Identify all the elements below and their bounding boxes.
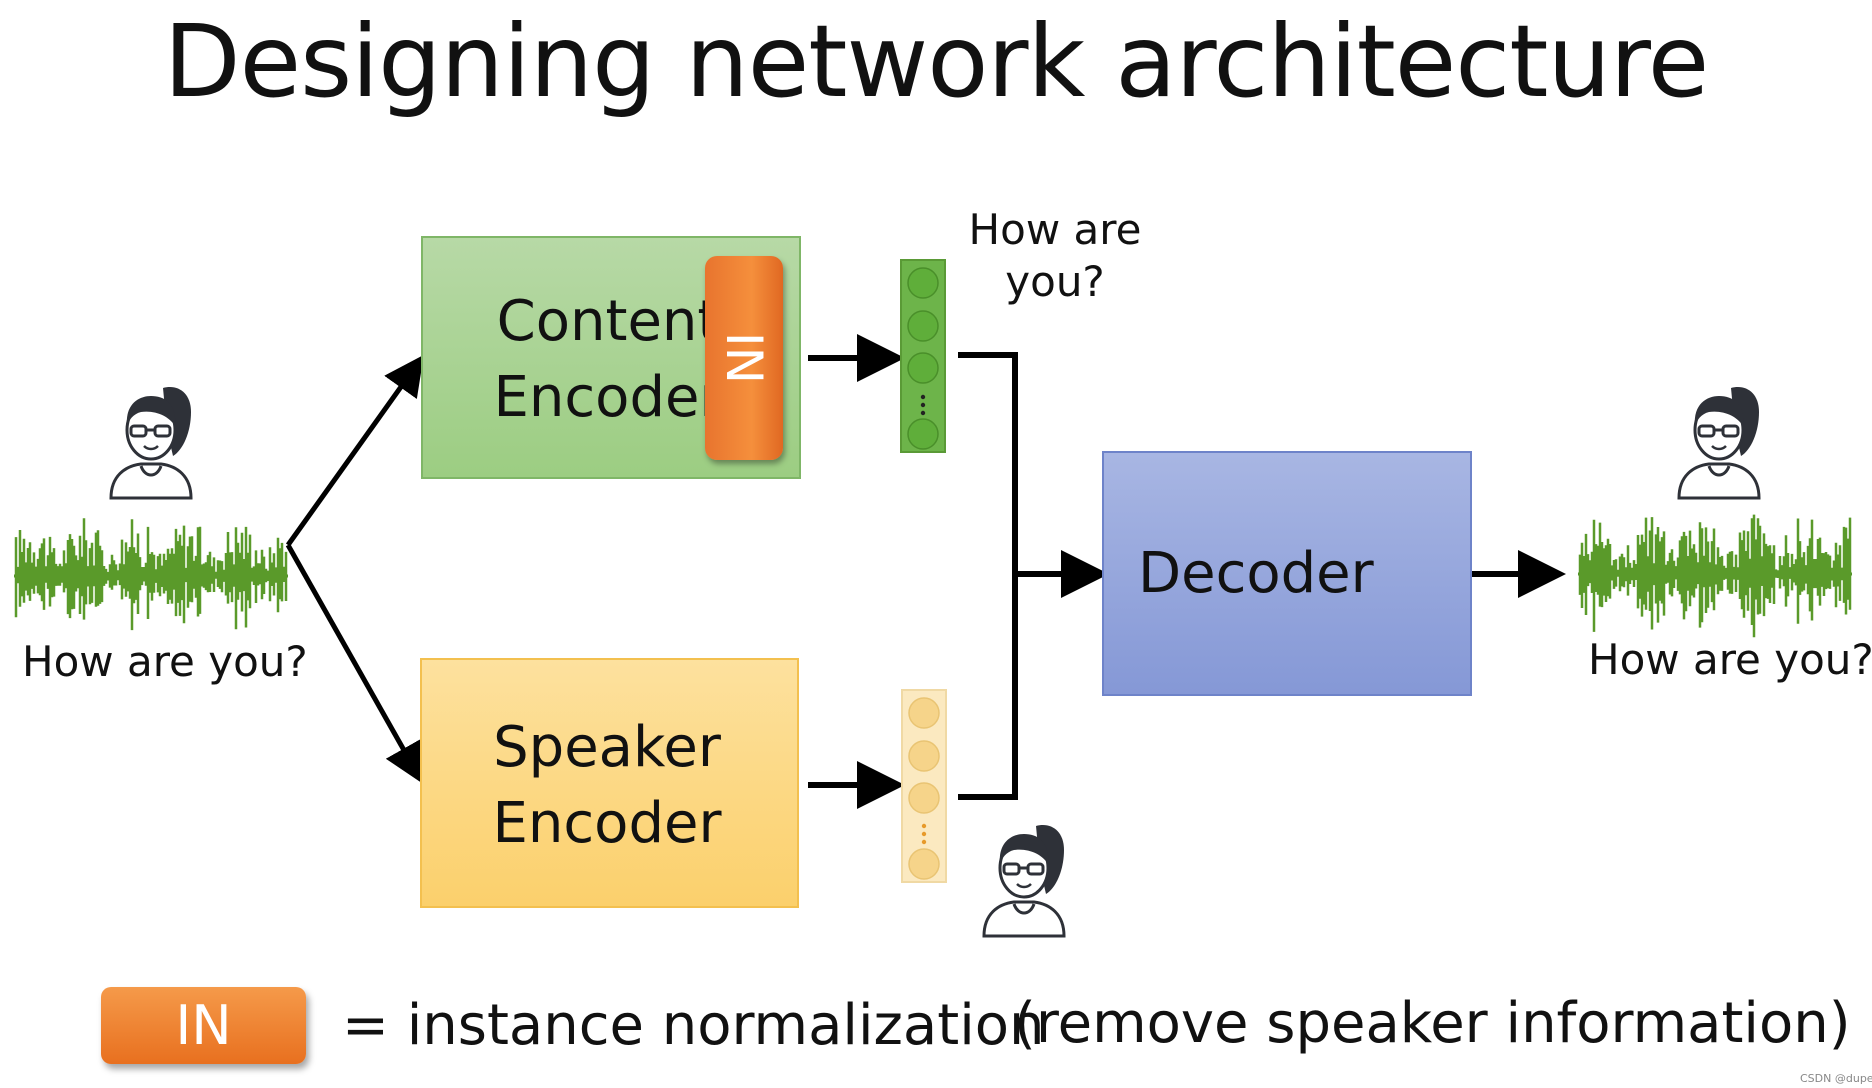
combine-bracket bbox=[958, 352, 1018, 800]
legend-badge-label: IN bbox=[175, 994, 232, 1057]
decoder-label: Decoder bbox=[1138, 540, 1374, 606]
speaker-vector-dot bbox=[908, 782, 940, 814]
content-vector-dot bbox=[907, 267, 939, 299]
speaker-vector-dot bbox=[908, 697, 940, 729]
input-speaker-avatar-icon bbox=[109, 385, 193, 500]
speaker-embedding-avatar-icon bbox=[982, 823, 1066, 938]
content-vector-dot bbox=[907, 352, 939, 384]
instance-norm-layer: IN bbox=[705, 256, 783, 460]
input-utterance-label: How are you? bbox=[22, 637, 308, 686]
watermark: CSDN @dupei bbox=[1800, 1072, 1872, 1085]
speaker-vector-dot bbox=[908, 740, 940, 772]
content-vector-dot bbox=[907, 310, 939, 342]
input-waveform-icon bbox=[14, 518, 288, 631]
instance-norm-label: IN bbox=[715, 331, 773, 385]
arrow-to-speaker-encoder bbox=[285, 543, 423, 784]
output-speaker-avatar-icon bbox=[1677, 385, 1761, 500]
speaker-vector-dot bbox=[908, 848, 940, 880]
content-vector-dot bbox=[907, 418, 939, 450]
legend-note: (remove speaker information) bbox=[1014, 991, 1851, 1056]
arrow-to-content-encoder bbox=[285, 354, 424, 547]
legend-in-badge: IN bbox=[101, 987, 306, 1064]
page-title: Designing network architecture bbox=[163, 3, 1710, 120]
speaker-encoder-box: Speaker Encoder bbox=[420, 658, 799, 908]
speaker-encoder-label: Speaker Encoder bbox=[492, 715, 722, 856]
legend-definition: = instance normalization bbox=[342, 993, 1045, 1058]
decoder-box: Decoder bbox=[1102, 451, 1472, 696]
output-waveform-icon bbox=[1578, 514, 1852, 638]
speaker-vector bbox=[901, 689, 947, 883]
content-vector-caption: How are you? bbox=[968, 205, 1142, 306]
output-utterance-label: How are you? bbox=[1588, 635, 1872, 684]
content-encoder-label: Content Encoder bbox=[493, 289, 723, 430]
content-vector bbox=[900, 259, 946, 453]
